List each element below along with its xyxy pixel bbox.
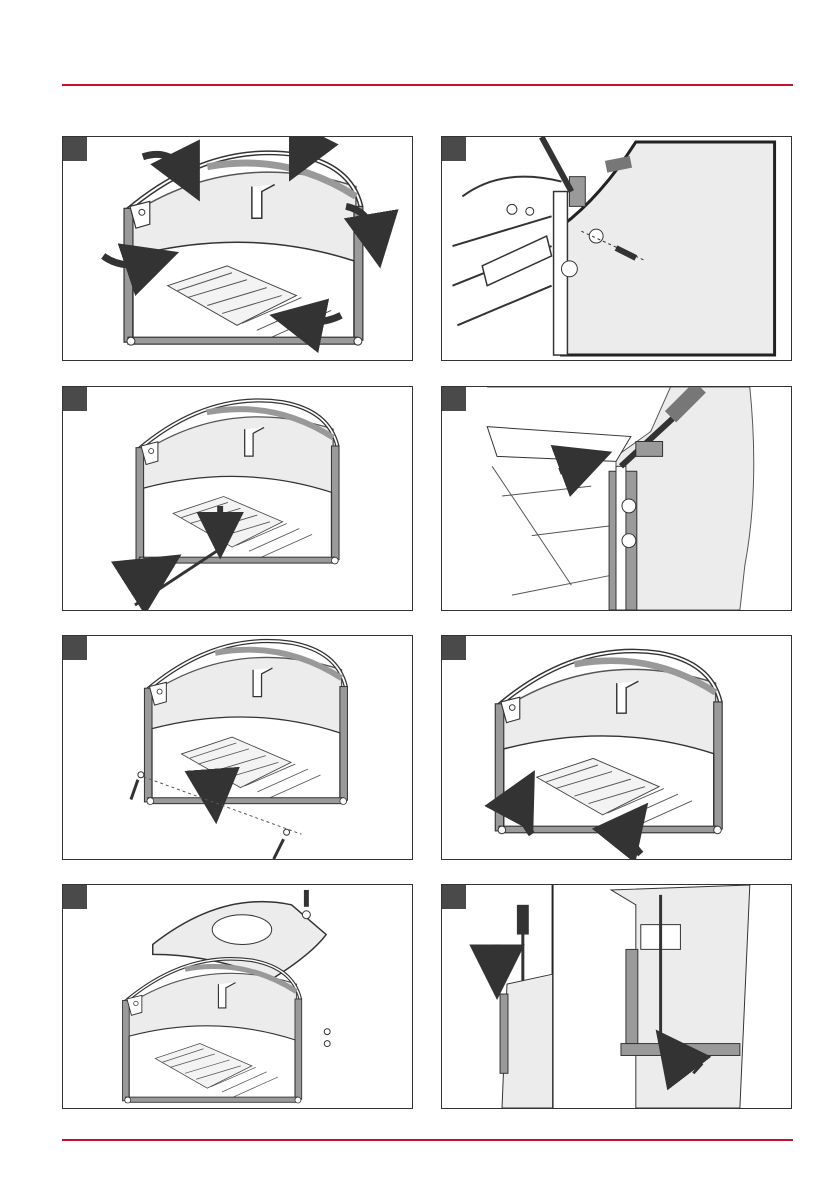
- step-7-illustration: [63, 885, 412, 1108]
- step-1-illustration: [63, 137, 412, 360]
- step-2-illustration: [442, 137, 791, 360]
- step-badge: [442, 137, 466, 161]
- nut-icon: [324, 1029, 330, 1035]
- nut-icon: [302, 911, 310, 919]
- rotate-arrow-icon: [301, 144, 316, 157]
- step-badge: [63, 885, 87, 909]
- nut-icon: [138, 772, 144, 778]
- header-rule: [62, 84, 793, 86]
- step-3-illustration: [63, 387, 412, 610]
- step-badge: [63, 636, 87, 660]
- step-1-panel: [62, 136, 413, 361]
- step-2-panel: [441, 136, 792, 361]
- step-6-illustration: [442, 636, 791, 859]
- down-arrow-icon: [212, 770, 214, 797]
- nut-icon: [324, 1041, 330, 1047]
- step-7-panel: [62, 884, 413, 1109]
- step-badge: [442, 885, 466, 909]
- washer-icon: [589, 229, 603, 243]
- push-arrow-icon: [560, 461, 587, 471]
- step-4-illustration: [442, 387, 791, 610]
- footer-rule: [62, 1139, 793, 1141]
- step-4-panel: [441, 386, 792, 611]
- step-3-panel: [62, 386, 413, 611]
- step-badge: [442, 636, 466, 660]
- screw-icon: [274, 839, 284, 859]
- screw-icon: [131, 780, 138, 800]
- step-6-panel: [441, 635, 792, 860]
- nut-icon: [284, 829, 290, 835]
- step-8-panel: [441, 884, 792, 1109]
- step-5-illustration: [63, 636, 412, 859]
- step-badge: [63, 137, 87, 161]
- step-5-panel: [62, 635, 413, 860]
- step-8-illustration: [442, 885, 791, 1108]
- step-badge: [442, 387, 466, 411]
- handle-grip-icon: [517, 905, 529, 935]
- step-badge: [63, 387, 87, 411]
- insert-arrow-icon: [133, 571, 155, 585]
